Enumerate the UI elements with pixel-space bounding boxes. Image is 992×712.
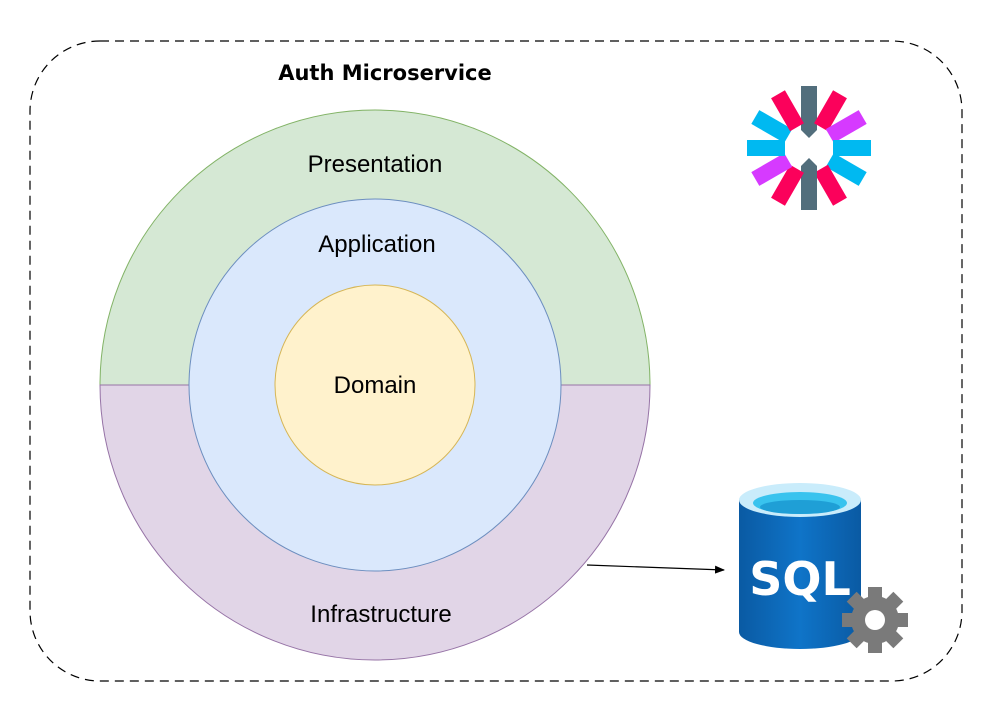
domain-layer bbox=[274, 284, 476, 486]
application-label: Application bbox=[318, 231, 435, 258]
microservice-boundary bbox=[29, 40, 963, 682]
infrastructure-label: Infrastructure bbox=[310, 601, 451, 628]
jwt-logo-icon bbox=[747, 86, 871, 210]
presentation-label: Presentation bbox=[308, 151, 443, 178]
infrastructure-to-database-arrow bbox=[586, 564, 725, 574]
microservice-title: Auth Microservice bbox=[278, 61, 492, 85]
domain-label: Domain bbox=[334, 372, 417, 399]
sql-label: SQL bbox=[749, 552, 851, 606]
gear-icon bbox=[842, 587, 908, 653]
sql-database-icon: SQL bbox=[739, 483, 861, 649]
